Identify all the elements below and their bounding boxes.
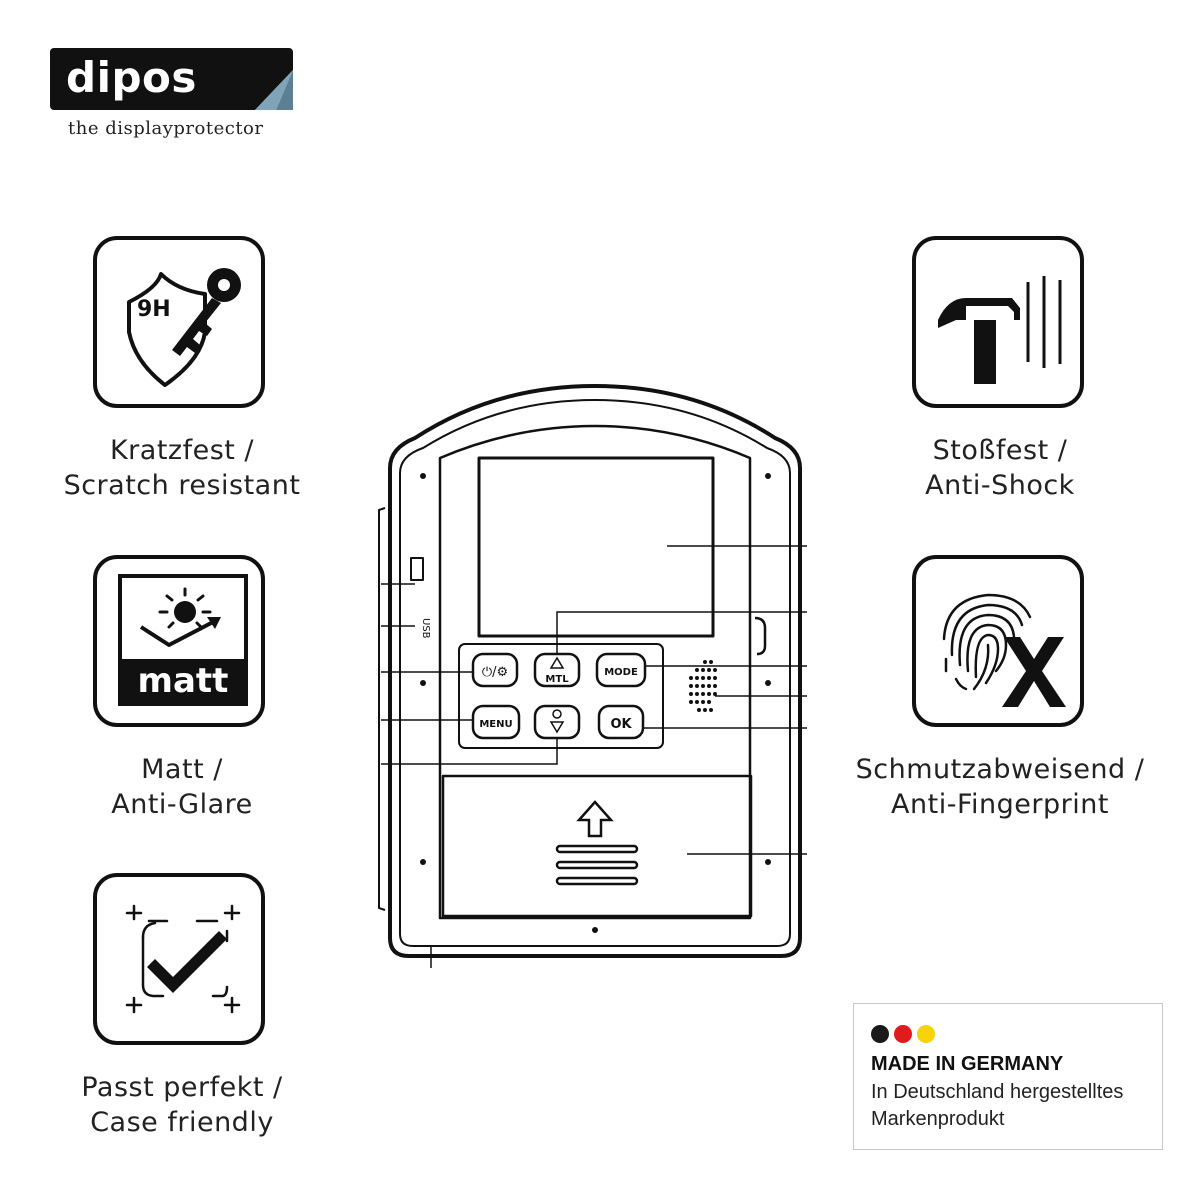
made-in-germany-title: MADE IN GERMANY (871, 1053, 1064, 1075)
feature-fingerprint-label: Schmutzabweisend / Anti-Fingerprint (820, 752, 1180, 822)
mode-button-label: MODE (604, 667, 638, 678)
brand-logo: dipos (50, 48, 295, 112)
feature-fingerprint-line2: Anti-Fingerprint (891, 789, 1109, 820)
matt-text: matt (138, 661, 229, 701)
9h-text: 9H (137, 297, 171, 322)
made-in-germany-line1: In Deutschland hergestelltes (871, 1081, 1124, 1103)
feature-scratch-label: Kratzfest / Scratch resistant (2, 433, 362, 503)
feature-casefit-label: Passt perfekt / Case friendly (2, 1070, 362, 1140)
fingerprint-x-icon (942, 593, 1066, 707)
flag-dot-gold (917, 1025, 935, 1043)
device-keypad: ⏻/⚙ MTL MODE MENU OK (471, 652, 647, 740)
matt-sun-icon: matt (118, 574, 248, 706)
made-in-germany-line2: Markenprodukt (871, 1108, 1005, 1130)
checkmark-frame-icon (125, 904, 241, 1014)
door-grip-lines (555, 844, 639, 886)
usb-port-label: USB (420, 618, 431, 639)
feature-casefit-line1: Passt perfekt / (81, 1072, 283, 1103)
feature-scratch-icon-box: 9H (93, 236, 265, 408)
mode-button[interactable] (595, 652, 647, 688)
peeled-corner-icon (255, 70, 293, 110)
shield-key-icon: 9H (127, 268, 241, 387)
feature-shock-line1: Stoßfest / (932, 435, 1068, 466)
power-button-glyph: ⏻/⚙ (482, 665, 508, 680)
feature-fingerprint-icon-box (912, 555, 1084, 727)
callout-lines (381, 545, 807, 968)
logo-background (50, 48, 293, 110)
menu-button[interactable] (471, 704, 521, 740)
flag-dot-red (894, 1025, 912, 1043)
door-open-arrow-icon (576, 800, 614, 838)
menu-button-label: MENU (479, 719, 512, 730)
feature-matt-label: Matt / Anti-Glare (2, 752, 362, 822)
feature-scratch-line1: Kratzfest / (109, 435, 255, 466)
feature-matt-icon-box: matt (93, 555, 265, 727)
speaker-grille (689, 660, 717, 712)
feature-casefit-line2: Case friendly (90, 1107, 274, 1138)
logo-tagline: the displayprotector (68, 118, 264, 139)
hammer-icon (938, 276, 1062, 384)
feature-fingerprint-line1: Schmutzabweisend / (855, 754, 1145, 785)
made-in-germany-badge: MADE IN GERMANY In Deutschland hergestel… (853, 1003, 1163, 1150)
feature-matt-line1: Matt / (141, 754, 223, 785)
feature-shock-line2: Anti-Shock (925, 470, 1075, 501)
feature-matt-line2: Anti-Glare (111, 789, 253, 820)
feature-casefit-icon-box (93, 873, 265, 1045)
ok-button-label: OK (610, 717, 632, 732)
ok-button[interactable] (597, 704, 645, 740)
device-illustration: USB ⏻/⚙ MTL MODE MENU OK (378, 384, 807, 968)
logo-wordmark: dipos (66, 53, 197, 102)
feature-scratch-line2: Scratch resistant (63, 470, 301, 501)
feature-shock-icon-box (912, 236, 1084, 408)
feature-shock-label: Stoßfest / Anti-Shock (820, 433, 1180, 503)
flag-dot-black (871, 1025, 889, 1043)
mtl-button-label: MTL (545, 674, 569, 685)
power-button[interactable] (471, 652, 519, 688)
